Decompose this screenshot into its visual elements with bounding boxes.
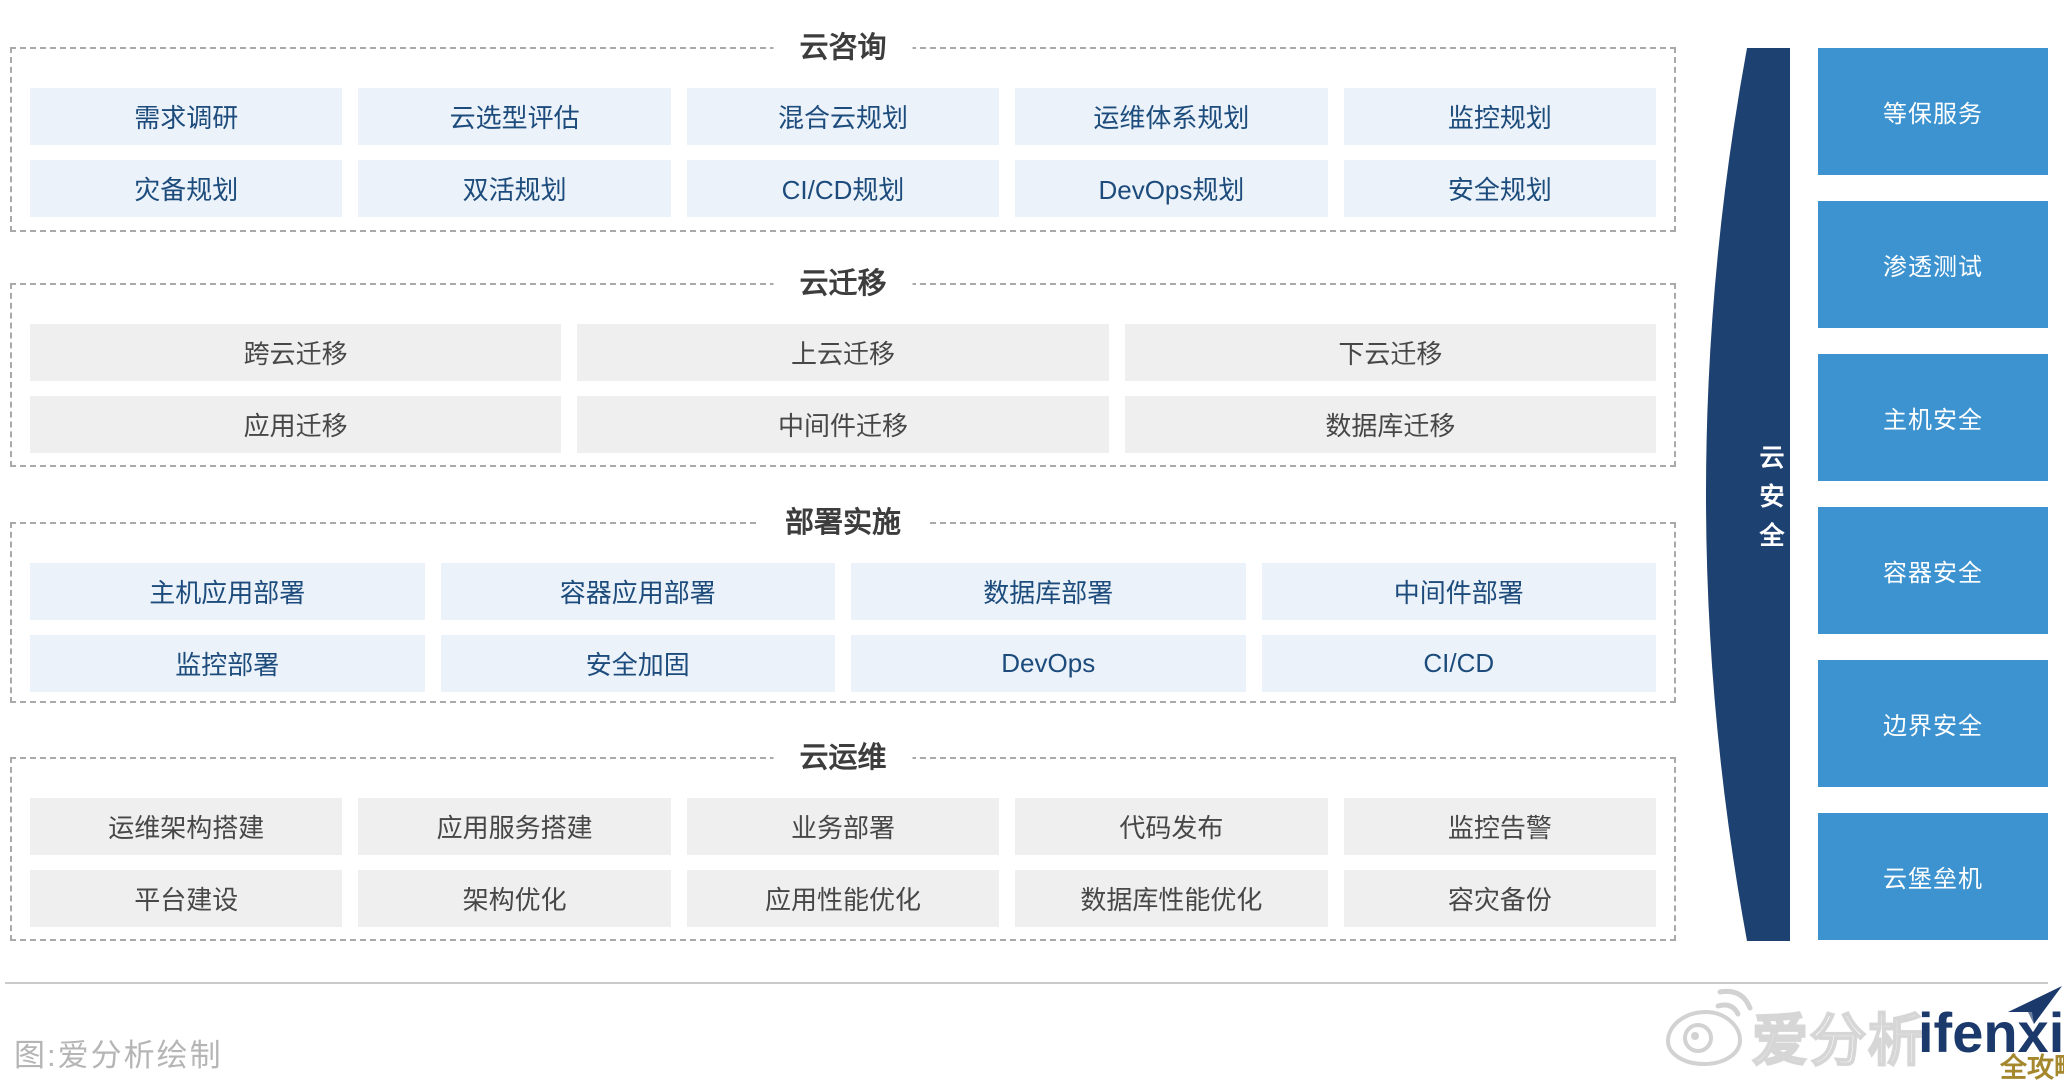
service-box: DevOps (851, 635, 1246, 692)
cloud-security-band-label: 云安全 (1756, 444, 1784, 561)
footer-divider (5, 982, 2048, 984)
section-rows: 运维架构搭建应用服务搭建业务部署代码发布监控告警平台建设架构优化应用性能优化数据… (30, 798, 1657, 927)
service-box: CI/CD (1261, 635, 1656, 692)
service-box: 跨云迁移 (30, 324, 562, 381)
service-box: DevOps规划 (1015, 160, 1328, 217)
service-box: 中间件部署 (1261, 563, 1656, 620)
logo-badge: 全攻略 (2000, 1053, 2064, 1083)
service-box: 混合云规划 (686, 88, 1000, 145)
service-box: 监控规划 (1343, 88, 1657, 145)
service-box: 安全规划 (1343, 160, 1657, 217)
security-items-column: 等保服务渗透测试主机安全容器安全边界安全云堡垒机 (1818, 48, 2048, 940)
service-row: 需求调研云选型评估混合云规划运维体系规划监控规划 (30, 88, 1657, 145)
service-row: 跨云迁移上云迁移下云迁移 (30, 324, 1656, 381)
service-box: 应用性能优化 (686, 870, 1000, 927)
logo-chinese-text: 爱分析 (1751, 1008, 1926, 1073)
section-title: 云运维 (773, 736, 913, 780)
security-item-box: 渗透测试 (1818, 201, 2048, 328)
service-box: 需求调研 (30, 88, 343, 145)
service-row: 运维架构搭建应用服务搭建业务部署代码发布监控告警 (30, 798, 1657, 855)
source-caption: 图:爱分析绘制 (14, 1038, 223, 1073)
security-item-box: 等保服务 (1818, 48, 2048, 175)
service-box: 灾备规划 (30, 160, 343, 217)
weibo-icon (1665, 988, 1753, 1067)
section-cloud-migration: 云迁移跨云迁移上云迁移下云迁移应用迁移中间件迁移数据库迁移 (10, 262, 1676, 467)
service-box: 数据库部署 (851, 563, 1246, 620)
cloud-security-band-shape (1706, 48, 1790, 941)
service-box: 双活规划 (358, 160, 671, 217)
service-box: 云选型评估 (358, 88, 671, 145)
service-box: 应用迁移 (30, 396, 562, 453)
service-row: 灾备规划双活规划 CI/CD规划 DevOps规划安全规划 (30, 160, 1657, 217)
service-row: 监控部署安全加固 DevOps CI/CD (30, 635, 1656, 692)
service-box: 监控告警 (1343, 798, 1657, 855)
service-box: 数据库性能优化 (1015, 870, 1328, 927)
section-title: 云迁移 (773, 262, 913, 306)
service-box: 数据库迁移 (1124, 396, 1656, 453)
service-box: 代码发布 (1015, 798, 1328, 855)
service-box: 业务部署 (686, 798, 1000, 855)
service-box: 安全加固 (440, 635, 835, 692)
section-cloud-operations: 云运维运维架构搭建应用服务搭建业务部署代码发布监控告警平台建设架构优化应用性能优… (10, 736, 1676, 941)
service-box: CI/CD规划 (686, 160, 1000, 217)
service-box: 上云迁移 (577, 324, 1109, 381)
service-row: 主机应用部署容器应用部署数据库部署中间件部署 (30, 563, 1656, 620)
service-box: 平台建设 (30, 870, 343, 927)
security-item-box: 容器安全 (1818, 507, 2048, 634)
service-box: 容灾备份 (1343, 870, 1657, 927)
security-item-box: 边界安全 (1818, 660, 2048, 787)
service-box: 下云迁移 (1124, 324, 1656, 381)
security-item-box: 云堡垒机 (1818, 813, 2048, 940)
section-title: 部署实施 (758, 501, 928, 545)
service-box: 运维架构搭建 (30, 798, 343, 855)
service-row: 平台建设架构优化应用性能优化数据库性能优化容灾备份 (30, 870, 1657, 927)
section-rows: 跨云迁移上云迁移下云迁移应用迁移中间件迁移数据库迁移 (30, 324, 1656, 453)
service-box: 主机应用部署 (30, 563, 425, 620)
service-box: 应用服务搭建 (358, 798, 671, 855)
service-box: 监控部署 (30, 635, 425, 692)
service-row: 应用迁移中间件迁移数据库迁移 (30, 396, 1656, 453)
section-title: 云咨询 (773, 26, 913, 70)
service-box: 架构优化 (358, 870, 671, 927)
service-box: 中间件迁移 (577, 396, 1109, 453)
service-box: 运维体系规划 (1015, 88, 1328, 145)
service-box: 容器应用部署 (440, 563, 835, 620)
paper-plane-icon (2008, 986, 2062, 1024)
security-item-box: 主机安全 (1818, 354, 2048, 481)
